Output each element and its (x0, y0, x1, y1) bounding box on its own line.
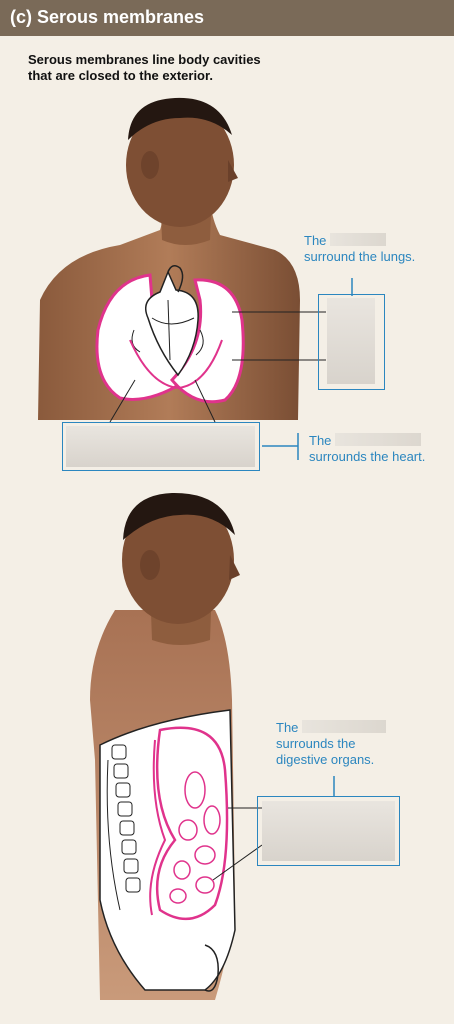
pleura-answer-field[interactable] (327, 298, 375, 384)
lungs-pleura-diagram (95, 265, 245, 404)
pericardium-answer-field[interactable] (66, 426, 255, 467)
pericardium-answer-box[interactable] (62, 422, 260, 471)
pleura-blank (330, 233, 387, 246)
pericardium-caption-prefix: The (309, 433, 332, 448)
peritoneum-caption-prefix: The (276, 720, 299, 735)
section-header: (c) Serous membranes (0, 0, 454, 36)
peritoneum-caption: The surrounds the digestive organs. (276, 720, 387, 768)
pericardium-caption: The surrounds the heart. (309, 433, 425, 465)
peritoneum-caption-line3: digestive organs. (276, 752, 375, 767)
pleura-bracket (262, 278, 353, 460)
peritoneum-answer-field[interactable] (262, 801, 395, 861)
peritoneum-blank (302, 720, 387, 733)
peritoneum-answer-box[interactable] (257, 796, 400, 866)
intro-text: Serous membranes line body cavities that… (28, 52, 298, 84)
intro-line-1: Serous membranes line body cavities (28, 52, 261, 67)
intro-line-2: that are closed to the exterior. (28, 68, 213, 83)
pleura-caption: The surround the lungs. (304, 233, 415, 265)
peritoneum-caption-line2: surrounds the (276, 736, 356, 751)
section-title: (c) Serous membranes (10, 7, 205, 27)
pericardium-blank (335, 433, 422, 446)
abdomen-peritoneum-diagram (99, 709, 236, 992)
pleura-caption-suffix: surround the lungs. (304, 249, 416, 264)
pleura-caption-prefix: The (304, 233, 327, 248)
pericardium-caption-suffix: surrounds the heart. (309, 449, 426, 464)
pleura-answer-box[interactable] (318, 294, 385, 390)
pleura-leader-lines (109, 311, 326, 423)
peritoneum-leader-lines (212, 807, 263, 881)
